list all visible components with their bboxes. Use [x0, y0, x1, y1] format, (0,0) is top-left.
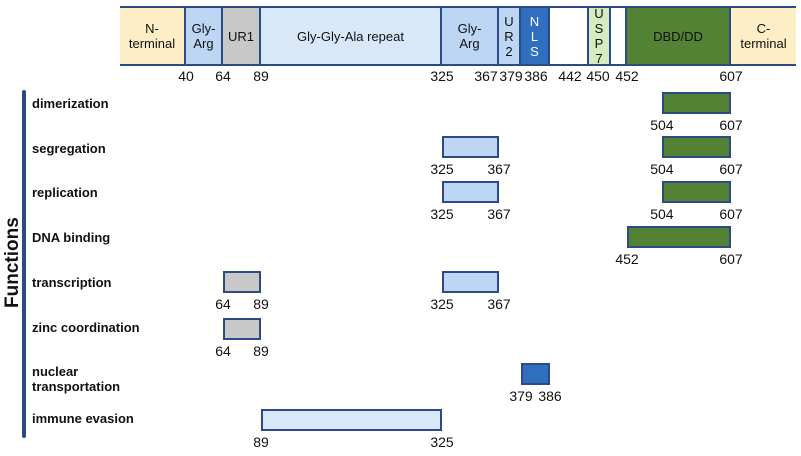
region-boundary-label: 386: [538, 388, 562, 404]
domain-segment: N- terminal: [120, 8, 186, 64]
position-label: 386: [524, 68, 548, 84]
region-boundary-label: 64: [215, 343, 231, 359]
domain-segment: N L S: [521, 8, 550, 64]
functions-title: Functions: [2, 217, 23, 308]
function-region-bar: [442, 271, 499, 293]
domain-segment: U S P 7: [589, 6, 611, 66]
region-boundary-label: 504: [650, 117, 674, 133]
position-label: 367: [474, 68, 498, 84]
domain-segment: [550, 8, 589, 64]
function-region-bar: [521, 363, 550, 385]
region-boundary-label: 379: [509, 388, 533, 404]
region-boundary-label: 367: [487, 296, 511, 312]
region-boundary-label: 367: [487, 161, 511, 177]
function-region-bar: [661, 181, 731, 203]
function-label: segregation: [32, 141, 106, 156]
domain-segment: DBD/DD: [627, 8, 731, 64]
position-label: 607: [719, 68, 743, 84]
region-boundary-label: 325: [430, 296, 454, 312]
function-label: DNA binding: [32, 230, 111, 245]
position-label: 64: [215, 68, 231, 84]
function-label: nuclear transportation: [32, 364, 121, 394]
region-boundary-label: 607: [719, 161, 743, 177]
function-region-bar: [442, 181, 499, 203]
region-boundary-label: 607: [719, 206, 743, 222]
function-region-bar: [223, 271, 261, 293]
position-label: 325: [430, 68, 454, 84]
function-region-bar: [261, 409, 442, 431]
domain-segment: UR1: [223, 8, 261, 64]
region-boundary-label: 89: [253, 296, 269, 312]
function-region-bar: [627, 226, 731, 248]
position-label: 40: [178, 68, 194, 84]
domain-segment: U R 2: [499, 8, 521, 64]
domain-segment: [611, 8, 627, 64]
region-boundary-label: 89: [253, 434, 269, 450]
region-boundary-label: 607: [719, 251, 743, 267]
domain-segment: Gly- Arg: [186, 8, 223, 64]
position-label: 442: [558, 68, 582, 84]
domain-segment: Gly-Gly-Ala repeat: [261, 8, 442, 64]
region-boundary-label: 452: [615, 251, 639, 267]
region-boundary-label: 504: [650, 206, 674, 222]
domain-segment: C- terminal: [731, 8, 796, 64]
function-region-bar: [442, 136, 499, 158]
function-region-bar: [223, 318, 261, 340]
region-boundary-label: 325: [430, 161, 454, 177]
domain-segment: Gly- Arg: [442, 8, 499, 64]
region-boundary-label: 325: [430, 434, 454, 450]
region-boundary-label: 64: [215, 296, 231, 312]
region-boundary-label: 504: [650, 161, 674, 177]
region-boundary-label: 89: [253, 343, 269, 359]
region-boundary-label: 607: [719, 117, 743, 133]
functions-bracket-line: [22, 90, 26, 438]
function-region-bar: [661, 136, 731, 158]
function-label: immune evasion: [32, 411, 134, 426]
position-label: 452: [615, 68, 639, 84]
position-label: 89: [253, 68, 269, 84]
region-boundary-label: 367: [487, 206, 511, 222]
function-region-bar: [661, 92, 731, 114]
position-label: 450: [586, 68, 610, 84]
function-label: replication: [32, 185, 98, 200]
function-label: transcription: [32, 275, 112, 290]
position-label: 379: [499, 68, 523, 84]
function-label: zinc coordination: [32, 320, 140, 335]
function-label: dimerization: [32, 96, 109, 111]
region-boundary-label: 325: [430, 206, 454, 222]
